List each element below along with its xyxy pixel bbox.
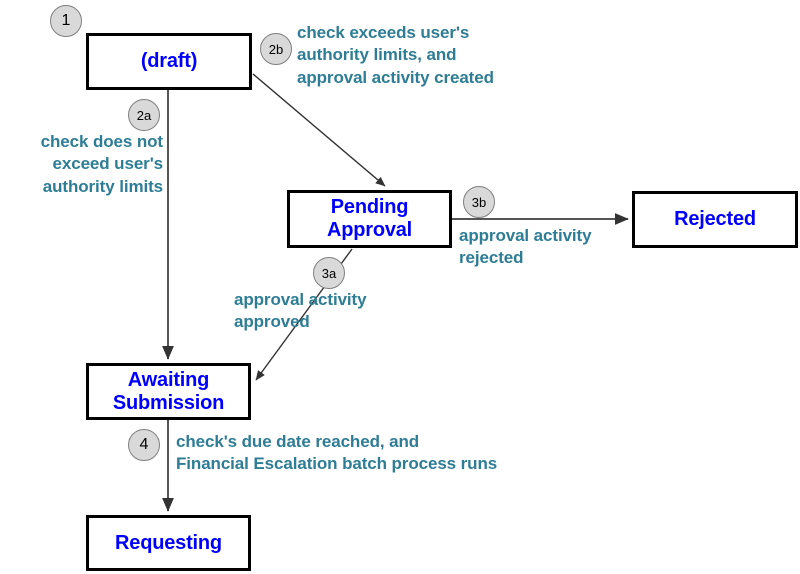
node-pending-approval-label: Pending Approval — [326, 196, 413, 241]
edge-label-3b: approval activity rejected — [459, 226, 592, 268]
node-awaiting-submission[interactable]: Awaiting Submission — [86, 363, 251, 420]
step-badge-1-label: 1 — [61, 12, 71, 29]
edge-label-3a: approval activity approved — [234, 290, 367, 332]
node-rejected[interactable]: Rejected — [632, 191, 798, 248]
step-badge-2a-label: 2a — [136, 107, 152, 123]
node-rejected-label: Rejected — [674, 208, 756, 230]
step-badge-3b[interactable]: 3b — [463, 186, 495, 218]
edge-label-2a: check does not exceed user's authority l… — [40, 132, 163, 196]
step-badge-2a[interactable]: 2a — [128, 99, 160, 131]
node-draft[interactable]: (draft) — [86, 33, 252, 90]
step-badge-4[interactable]: 4 — [128, 429, 160, 461]
step-badge-3b-label: 3b — [471, 194, 487, 210]
edge-label-4: check's due date reached, and Financial … — [176, 432, 498, 474]
node-awaiting-submission-label: Awaiting Submission — [112, 368, 225, 414]
step-badge-1[interactable]: 1 — [50, 5, 82, 37]
edge-draft-to-pending — [252, 73, 386, 187]
step-badge-3a-label: 3a — [321, 265, 337, 281]
step-badge-2b[interactable]: 2b — [260, 33, 292, 65]
step-badge-4-label: 4 — [139, 436, 149, 453]
step-badge-2b-label: 2b — [268, 41, 284, 57]
edge-label-2b: check exceeds user's authority limits, a… — [297, 23, 494, 87]
node-requesting[interactable]: Requesting — [86, 515, 251, 571]
node-draft-label: (draft) — [140, 50, 198, 72]
node-pending-approval[interactable]: Pending Approval — [287, 190, 452, 248]
step-badge-3a[interactable]: 3a — [313, 257, 345, 289]
node-requesting-label: Requesting — [115, 531, 222, 554]
